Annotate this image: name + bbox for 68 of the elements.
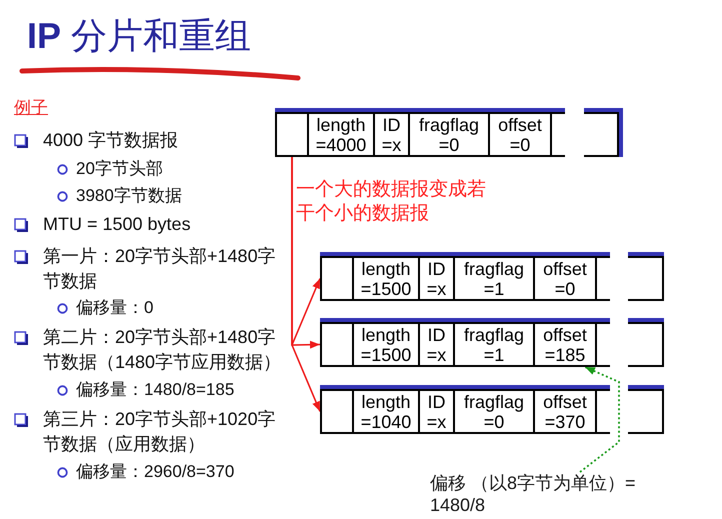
header-field xyxy=(352,256,418,301)
field-name: offset xyxy=(543,258,587,278)
header-field xyxy=(408,112,488,157)
field-name: ID xyxy=(382,114,400,134)
header-field xyxy=(488,112,550,157)
sub-item-text: 20字节头部 xyxy=(76,158,163,180)
header-field xyxy=(373,112,408,157)
header-field xyxy=(418,322,453,367)
header-field xyxy=(533,256,595,301)
list-item-text: 第二片：20字节头部+1480字节数据（1480字节应用数据） xyxy=(43,326,282,374)
field-name: length xyxy=(361,324,411,344)
header-field xyxy=(453,322,533,367)
datagram-header xyxy=(320,385,610,434)
field-name: offset xyxy=(498,114,542,134)
field-value: =1040 xyxy=(360,412,412,432)
field-name: offset xyxy=(543,392,587,412)
field-value: =0 xyxy=(438,134,460,154)
list-item-text: 4000 字节数据报 xyxy=(43,129,180,152)
field-name: ID xyxy=(428,392,446,412)
example-heading: 例子 xyxy=(14,97,48,119)
field-name: ID xyxy=(428,324,446,344)
field-value: =1500 xyxy=(360,278,412,298)
field-value: =1 xyxy=(484,344,504,364)
field-name: fragflag xyxy=(464,324,524,344)
datagram-header xyxy=(320,318,610,367)
annotation-text: 偏移 （以8字节为单位）= 1480/8 xyxy=(430,472,646,516)
field-value: =1 xyxy=(484,278,504,298)
field-name: fragflag xyxy=(464,392,524,412)
list-item-text: 第一片：20字节头部+1480字节数据 xyxy=(43,245,277,293)
header-field xyxy=(453,389,533,434)
sub-item-text: 偏移量：1480/8=185 xyxy=(76,379,234,401)
header-field xyxy=(307,112,373,157)
header-field xyxy=(352,322,418,367)
field-value: =1500 xyxy=(360,344,412,364)
datagram-header xyxy=(275,108,565,157)
field-name: length xyxy=(316,114,366,134)
field-value: =x xyxy=(382,134,402,154)
header-field xyxy=(418,389,453,434)
field-name: fragflag xyxy=(464,258,524,278)
field-name: length xyxy=(361,392,411,412)
field-value: =x xyxy=(426,344,446,364)
field-value: =x xyxy=(426,278,446,298)
field-name: ID xyxy=(428,258,446,278)
field-value: =185 xyxy=(544,344,586,364)
dotted-arrow xyxy=(579,366,620,473)
header-field xyxy=(418,256,453,301)
datagram-header xyxy=(320,252,610,301)
field-value: =0 xyxy=(554,278,576,298)
field-value: =x xyxy=(426,412,446,432)
header-field xyxy=(533,322,595,367)
field-value: =0 xyxy=(484,412,504,432)
slide-title: IP 分片和重组 xyxy=(27,14,252,58)
arrow-note: 一个大的数据报变成若干个小的数据报 xyxy=(296,178,487,226)
list-item-text: MTU = 1500 bytes xyxy=(43,213,192,236)
sub-item-text: 偏移量：2960/8=370 xyxy=(76,461,234,483)
field-name: fragflag xyxy=(418,114,480,134)
sub-item-text: 偏移量：0 xyxy=(76,297,154,319)
field-value: =370 xyxy=(544,412,586,432)
header-field xyxy=(352,389,418,434)
field-value: =4000 xyxy=(316,134,366,154)
field-name: offset xyxy=(543,324,587,344)
header-field xyxy=(453,256,533,301)
header-field xyxy=(533,389,595,434)
list-item-text: 第三片：20字节头部+1020字节数据（应用数据） xyxy=(43,408,277,456)
arrow xyxy=(291,157,321,412)
sub-item-text: 3980字节数据 xyxy=(76,185,182,207)
field-name: length xyxy=(361,258,411,278)
field-value: =0 xyxy=(510,134,530,154)
